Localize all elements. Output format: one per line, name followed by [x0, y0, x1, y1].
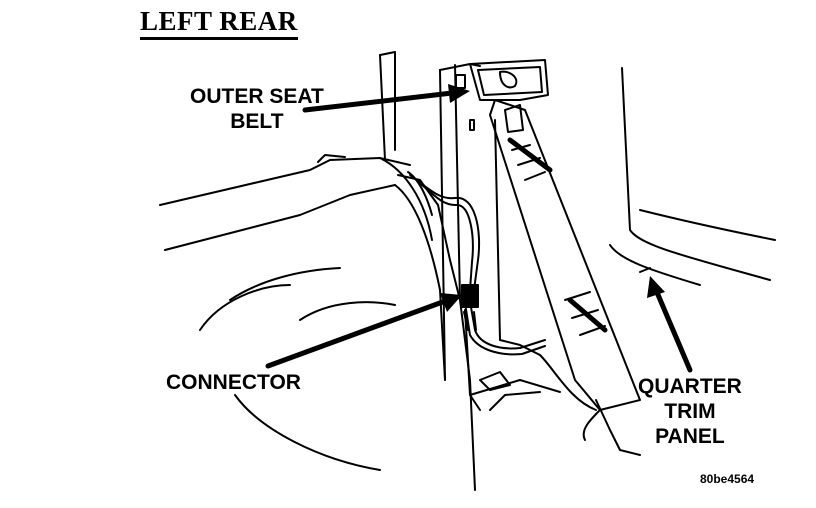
leader-arrows [265, 84, 693, 373]
quarter-trim-panel [539, 67, 776, 456]
quarter-trim-panel-label: QUARTER TRIM PANEL [638, 374, 742, 449]
connector-label: CONNECTOR [166, 371, 301, 394]
seat-back [159, 154, 446, 471]
outer-seat-belt-label-line-2: BELT [230, 110, 284, 133]
belt-leader-line [302, 90, 455, 113]
connector-body [461, 284, 479, 308]
seat-belt-webbing [469, 59, 641, 411]
page-title: LEFT REAR [140, 6, 298, 40]
quarter-panel-arrowhead [647, 276, 665, 298]
connector-arrowhead [440, 293, 462, 312]
belt-arrowhead [448, 84, 470, 103]
connector-leader-line [265, 297, 451, 369]
quarter-trim-panel-label-line-2: TRIM [664, 400, 716, 423]
wire-harness [409, 174, 546, 391]
quarter-trim-panel-label-line-3: PANEL [655, 425, 725, 448]
outer-seat-belt-label: OUTER SEAT BELT [190, 84, 324, 134]
quarter-panel-leader-line [653, 287, 693, 373]
figure-code: 80be4564 [700, 472, 755, 486]
seat-cushion [397, 171, 561, 491]
outer-seat-belt-label-line-1: OUTER SEAT [190, 85, 324, 108]
quarter-trim-panel-label-line-1: QUARTER [638, 375, 742, 398]
